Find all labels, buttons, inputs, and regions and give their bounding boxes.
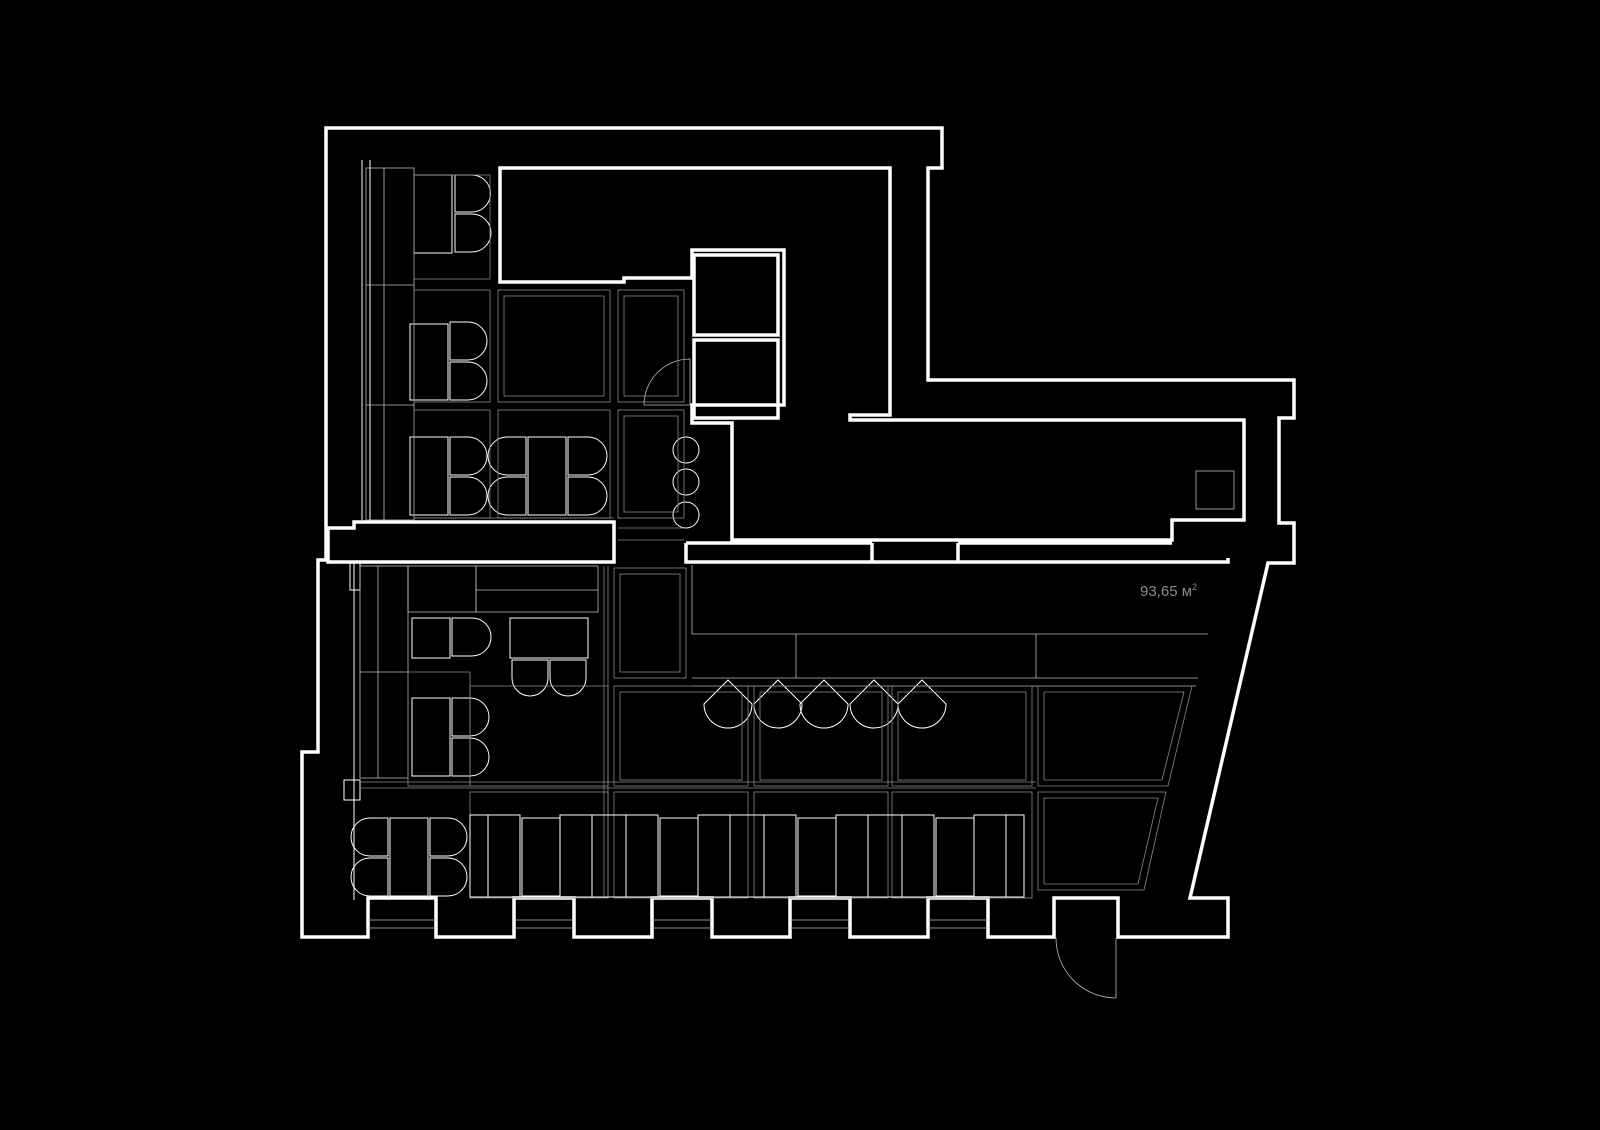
upper-hall-furniture [365, 167, 1235, 541]
left-niche-top [349, 562, 361, 591]
table-a [411, 617, 451, 659]
bar-stool [703, 679, 753, 729]
middle-wall [326, 520, 616, 564]
small-room-upper [692, 253, 780, 337]
stool [672, 468, 700, 496]
entrance-door [1055, 937, 1117, 999]
storage-room-wall [498, 166, 1246, 542]
bar-stool [849, 679, 899, 729]
door-swing [643, 358, 691, 406]
chair [451, 737, 490, 777]
table-4 [527, 436, 567, 516]
chair [454, 213, 492, 253]
outer-wall [300, 126, 1296, 939]
chair [451, 697, 490, 737]
middle-wall-segment [686, 541, 1172, 562]
chair [449, 361, 488, 401]
bar-stool [753, 679, 803, 729]
chair [487, 436, 527, 476]
chair [350, 817, 389, 857]
left-column [353, 160, 371, 900]
chair [451, 617, 492, 657]
table-window-1 [389, 817, 429, 897]
chair [429, 857, 468, 897]
chair [449, 436, 488, 476]
chair [429, 817, 468, 857]
chair [449, 321, 488, 361]
counter [475, 565, 599, 613]
left-niche-bottom [343, 779, 361, 801]
lower-hall-furniture [350, 565, 1208, 999]
stool [672, 436, 700, 464]
chair [567, 476, 608, 516]
storage-box [1195, 470, 1235, 510]
chair [449, 476, 488, 516]
counter [407, 565, 477, 613]
chair [511, 659, 549, 697]
window-sills [368, 919, 988, 929]
table-2 [409, 323, 449, 401]
bar-stool [897, 679, 947, 729]
chair [487, 476, 527, 516]
area-label: 93,65 м2 [1140, 582, 1197, 600]
bar-counter [691, 565, 1208, 635]
table-1 [413, 174, 453, 254]
table-c [411, 697, 451, 777]
walls [300, 126, 1296, 939]
chair [567, 436, 608, 476]
stool [672, 501, 700, 529]
table-3 [409, 436, 449, 516]
chair [549, 659, 587, 697]
area-value: 93,65 м [1140, 583, 1192, 600]
bench-left-upper [365, 167, 415, 521]
small-room-lower [692, 338, 780, 420]
window-benches [469, 814, 1025, 898]
chair [350, 857, 389, 897]
bar-stool [799, 679, 849, 729]
chair [454, 174, 491, 213]
table-b [509, 617, 589, 659]
area-unit-superscript: 2 [1192, 582, 1197, 592]
